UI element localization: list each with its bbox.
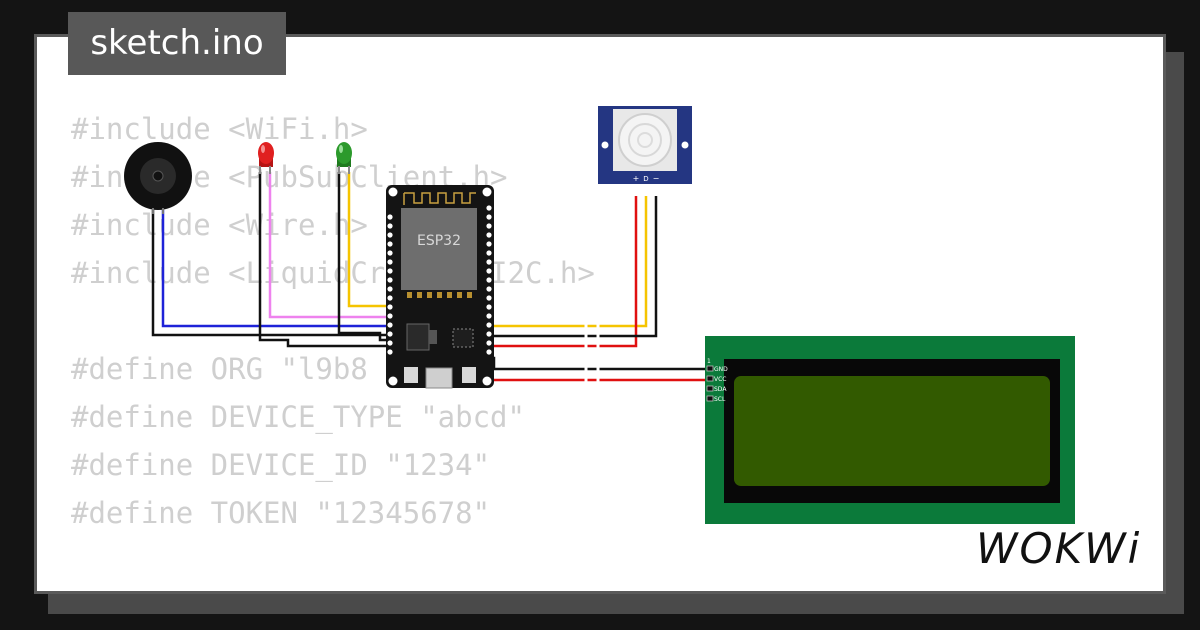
antenna-trace xyxy=(403,192,476,205)
board-label: ESP32 xyxy=(417,233,461,249)
pir-pin-vcc: + xyxy=(633,174,640,183)
red-led-pink-wire xyxy=(268,172,386,319)
code-line: #include <WiFi.h> xyxy=(71,112,368,146)
code-line: #define DEVICE_TYPE "abcd" xyxy=(71,400,525,434)
green-led[interactable] xyxy=(336,142,352,174)
code-line: #define ORG "l9b8 xyxy=(71,352,368,386)
green-led-yellow-wire xyxy=(347,172,386,308)
pir-sensor[interactable]: + D − xyxy=(598,106,692,184)
lcd-pin-number: 1 xyxy=(707,358,711,365)
esp32-board[interactable]: ESP32 xyxy=(386,185,494,389)
wokwi-logo: WOKWi xyxy=(976,524,1142,573)
code-line: #define DEVICE_ID "1234" xyxy=(71,448,491,482)
usb-port xyxy=(425,367,453,389)
code-line: #include <Wire.h> xyxy=(71,208,368,242)
pin-header-left xyxy=(387,214,393,355)
sketch-file-tab[interactable]: sketch.ino xyxy=(68,12,286,75)
lcd-pin-vcc: VCC xyxy=(714,376,726,383)
buzzer[interactable] xyxy=(124,142,192,214)
reset-button[interactable] xyxy=(462,367,476,383)
pin-header-right xyxy=(486,205,492,355)
buzzer-black-wire xyxy=(151,210,386,337)
lcd-pin-gnd: GND xyxy=(714,366,728,373)
red-led-black-wire xyxy=(258,172,386,348)
lcd-pin-sda: SDA xyxy=(714,386,727,393)
voltage-regulator xyxy=(406,323,430,351)
pir-pin-gnd: − xyxy=(653,174,660,183)
usb-chip xyxy=(452,328,474,348)
lcd-pin-scl: SCL xyxy=(714,396,726,403)
green-led-black-wire xyxy=(337,172,386,342)
buzzer-blue-wire xyxy=(161,210,386,328)
lcd-black-wire xyxy=(492,356,710,371)
pir-black-wire xyxy=(492,196,658,338)
pir-pin-data: D xyxy=(643,175,648,183)
lcd-display[interactable]: 1 GND VCC SDA SCL xyxy=(705,336,1075,524)
code-line: #define TOKEN "12345678" xyxy=(71,496,491,530)
boot-button[interactable] xyxy=(404,367,418,383)
pir-yellow-wire xyxy=(492,196,648,328)
red-led[interactable] xyxy=(258,142,274,174)
pir-red-wire xyxy=(492,196,638,348)
lcd-screen xyxy=(734,376,1050,486)
code-preview: #include <WiFi.h>#include <PubSubClient.… xyxy=(71,105,1066,591)
